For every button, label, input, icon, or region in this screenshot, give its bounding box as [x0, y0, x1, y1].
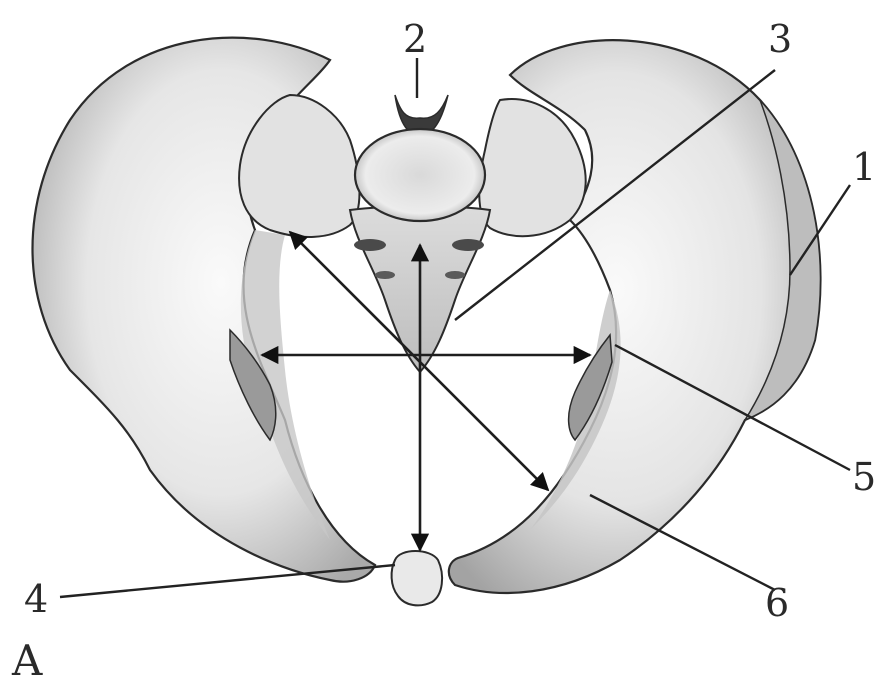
label-6: 6: [765, 581, 789, 625]
label-1: 1: [852, 145, 876, 189]
pubic-symphysis: [392, 551, 443, 605]
sacral-foramen-right-1: [452, 239, 484, 251]
sacral-foramen-left-1: [354, 239, 386, 251]
label-2: 2: [403, 17, 427, 61]
right-sacral-ala: [479, 99, 585, 236]
sacral-foramen-right-2: [445, 271, 465, 279]
vertebral-body: [355, 129, 485, 221]
label-4: 4: [24, 577, 48, 621]
label-3: 3: [768, 17, 792, 61]
panel-letter: A: [11, 636, 43, 685]
sacral-foramen-left-2: [375, 271, 395, 279]
label-5: 5: [852, 455, 876, 499]
